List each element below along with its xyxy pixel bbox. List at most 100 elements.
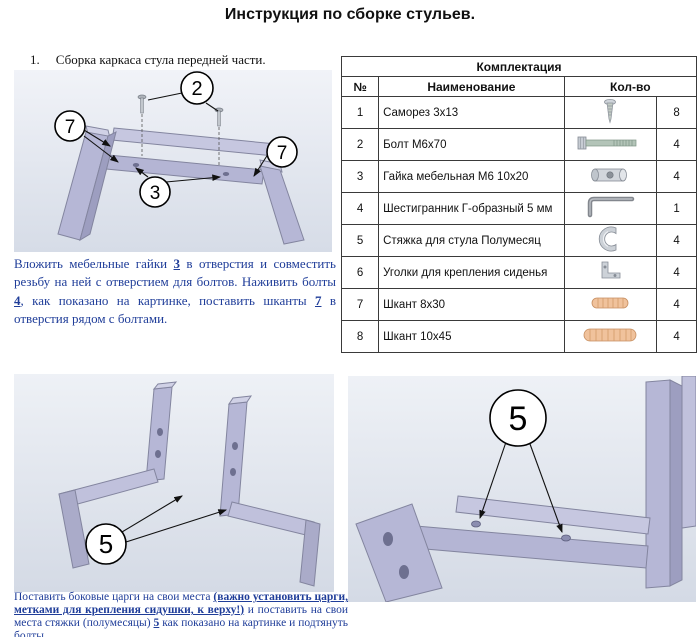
page-title: Инструкция по сборке стульев.: [224, 6, 476, 23]
row-icon-cell: [563, 256, 658, 289]
hex-key-icon: [588, 196, 635, 218]
note-text: и поставить на свои места стяжки (полуме…: [14, 603, 348, 629]
callout-5-label: 5: [509, 400, 528, 438]
front-frame-drawing: 2 7 3 7: [14, 70, 332, 252]
row-name: Стяжка для стула Полумесяц: [378, 224, 565, 257]
row-name: Шестигранник Г-образный 5 мм: [378, 192, 565, 225]
side-board: [355, 503, 443, 602]
right-leg: [259, 165, 305, 245]
bracket-placement-diagram: 5: [348, 376, 696, 602]
barrel-nut-icon: [591, 168, 628, 182]
diagram-background: [14, 374, 334, 592]
callout-7-right-circle: [266, 136, 298, 168]
callout-2-label: 2: [191, 78, 202, 100]
row-name: Уголки для крепления сиденья: [378, 256, 565, 289]
bolt-2-right: [214, 107, 224, 166]
table-row: 7 Шкант 8х30 4: [340, 288, 697, 321]
row-num: 6: [340, 256, 380, 289]
row-num: 2: [340, 128, 380, 161]
rail-hole: [222, 172, 230, 176]
note-text: в отверстия рядом с болтами.: [14, 292, 336, 327]
assembly-note-1: Вложить мебельные гайки 3 в отверстия и …: [14, 255, 336, 329]
row-icon-cell: [563, 224, 658, 257]
bracket-placement-drawing: 5: [348, 376, 696, 602]
front-frame-diagram: 2 7 3 7: [14, 70, 332, 252]
screw-icon: [604, 99, 617, 124]
row-num: 7: [340, 288, 380, 321]
bracket-screw: [471, 520, 481, 528]
important-note: (важно установить царги, метками для кре…: [14, 591, 348, 616]
col-header-qty: Кол-во: [563, 76, 698, 97]
row-name: Шкант 8х30: [378, 288, 565, 321]
note-text: как показано на картинке и подтянуть бол…: [14, 616, 348, 637]
part-ref-3: 3: [173, 256, 181, 271]
row-qty: 4: [656, 320, 697, 353]
row-qty: 4: [656, 128, 697, 161]
left-leg-side: [79, 131, 117, 242]
row-qty: 4: [656, 160, 697, 193]
corner-bracket-icon: [601, 261, 621, 279]
row-num: 8: [340, 320, 380, 353]
bracket-screw: [561, 534, 571, 542]
rear-side-frame: [58, 381, 178, 569]
note-text: Поставить боковые царги на свои места: [14, 591, 214, 603]
col-header-name: Наименование: [378, 76, 565, 97]
note-text: в отверстия и совместить резьбу на ней с…: [14, 256, 336, 290]
step-number: 1.: [30, 52, 40, 67]
row-name: Гайка мебельная М6 10х20: [378, 160, 565, 193]
table-row: 3 Гайка мебельная М6 10х20 4: [340, 160, 697, 193]
row-qty: 4: [656, 288, 697, 321]
callout-5-circle: [489, 389, 547, 447]
bolt-2-left: [137, 94, 147, 156]
parts-table: Комплектация № Наименование Кол-во 1 Сам…: [340, 56, 698, 353]
row-name: Шкант 10х45: [378, 320, 565, 353]
row-qty: 8: [656, 96, 697, 129]
callout-7-left-circle: [54, 110, 86, 142]
row-icon-cell: [563, 128, 658, 161]
row-name: Саморез 3х13: [378, 96, 565, 129]
row-num: 5: [340, 224, 380, 257]
dowel-icon: [583, 328, 637, 342]
front-side-frame: [219, 395, 321, 587]
row-num: 4: [340, 192, 380, 225]
row-qty: 1: [656, 192, 697, 225]
callout-3-label: 3: [150, 183, 161, 204]
col-header-num: №: [340, 76, 380, 97]
callout-7-right-label: 7: [277, 143, 288, 164]
row-num: 1: [340, 96, 380, 129]
table-title: Комплектация: [341, 56, 697, 77]
rear-leg: [645, 379, 671, 589]
table-row: 8 Шкант 10х45 4: [340, 320, 697, 353]
table-row: 5 Стяжка для стула Полумесяц 4: [340, 224, 697, 257]
rear-leg-2: [681, 376, 696, 529]
step-label: Сборка каркаса стула передней части.: [55, 52, 266, 67]
row-icon-cell: [563, 96, 658, 129]
assembly-note-2: Поставить боковые царги на свои места (в…: [14, 591, 348, 637]
callout-7-left-label: 7: [65, 117, 76, 138]
row-qty: 4: [656, 256, 697, 289]
note-text: Вложить мебельные гайки: [14, 256, 174, 271]
part-ref-5: 5: [153, 616, 160, 629]
side-rails-diagram: 5: [14, 374, 334, 592]
bolt-icon: [577, 136, 637, 150]
callout-5-label: 5: [99, 529, 113, 559]
row-num: 3: [340, 160, 380, 193]
dowel-icon: [591, 297, 629, 309]
rear-bottom-rail: [455, 495, 651, 535]
row-name: Болт М6х70: [378, 128, 565, 161]
step-1-heading: 1. Сборка каркаса стула передней части.: [30, 52, 330, 68]
side-rails-drawing: 5: [14, 374, 334, 592]
note-text: , как показано на картинке, поставить шк…: [20, 292, 315, 308]
callout-5-circle: [85, 523, 127, 565]
part-ref-4: 4: [14, 292, 21, 308]
table-row: 6 Уголки для крепления сиденья 4: [340, 256, 697, 289]
row-icon-cell: [563, 320, 658, 353]
rail-hole: [132, 163, 140, 167]
callout-2-circle: [180, 71, 214, 105]
row-icon-cell: [563, 160, 658, 193]
table-row: 1 Саморез 3х13 8: [340, 96, 697, 129]
rear-leg-side: [669, 379, 683, 587]
part-ref-7: 7: [314, 292, 322, 308]
table-row: 4 Шестигранник Г-образный 5 мм 1: [340, 192, 697, 225]
half-moon-bracket-icon: [599, 226, 617, 252]
